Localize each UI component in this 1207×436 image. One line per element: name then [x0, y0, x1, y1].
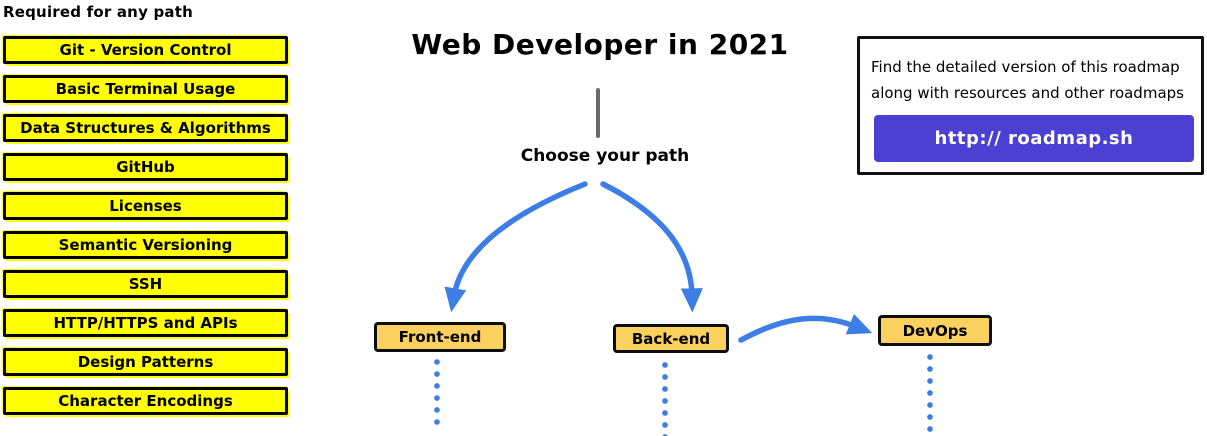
required-item-terminal[interactable]: Basic Terminal Usage — [3, 75, 288, 103]
required-section-heading: Required for any path — [3, 3, 193, 21]
arrow-to-back-end — [600, 181, 703, 313]
required-item-licenses[interactable]: Licenses — [3, 192, 288, 220]
required-item-encodings[interactable]: Character Encodings — [3, 387, 288, 415]
required-item-git[interactable]: Git - Version Control — [3, 36, 288, 64]
node-back-end[interactable]: Back-end — [613, 324, 729, 353]
required-item-ssh[interactable]: SSH — [3, 270, 288, 298]
back-end-continuation-dots — [662, 362, 668, 436]
front-end-continuation-dots — [434, 359, 440, 429]
info-text-line1: Find the detailed version of this roadma… — [871, 58, 1180, 76]
page-title: Web Developer in 2021 — [411, 28, 789, 61]
node-front-end[interactable]: Front-end — [374, 322, 506, 352]
arrow-backend-to-devops — [738, 313, 873, 343]
required-item-semver[interactable]: Semantic Versioning — [3, 231, 288, 259]
arrow-to-front-end — [444, 181, 588, 313]
info-box: Find the detailed version of this roadma… — [857, 36, 1204, 175]
roadmap-url-button[interactable]: http:// roadmap.sh — [874, 115, 1194, 162]
required-item-github[interactable]: GitHub — [3, 153, 288, 181]
node-devops[interactable]: DevOps — [878, 315, 992, 346]
devops-continuation-dots — [927, 354, 933, 436]
required-item-design-patterns[interactable]: Design Patterns — [3, 348, 288, 376]
required-item-dsa[interactable]: Data Structures & Algorithms — [3, 114, 288, 142]
required-item-http[interactable]: HTTP/HTTPS and APIs — [3, 309, 288, 337]
choose-path-label: Choose your path — [520, 146, 690, 166]
info-text-line2: along with resources and other roadmaps — [871, 84, 1184, 102]
stem-line — [596, 88, 600, 138]
required-list: Git - Version Control Basic Terminal Usa… — [3, 36, 288, 415]
